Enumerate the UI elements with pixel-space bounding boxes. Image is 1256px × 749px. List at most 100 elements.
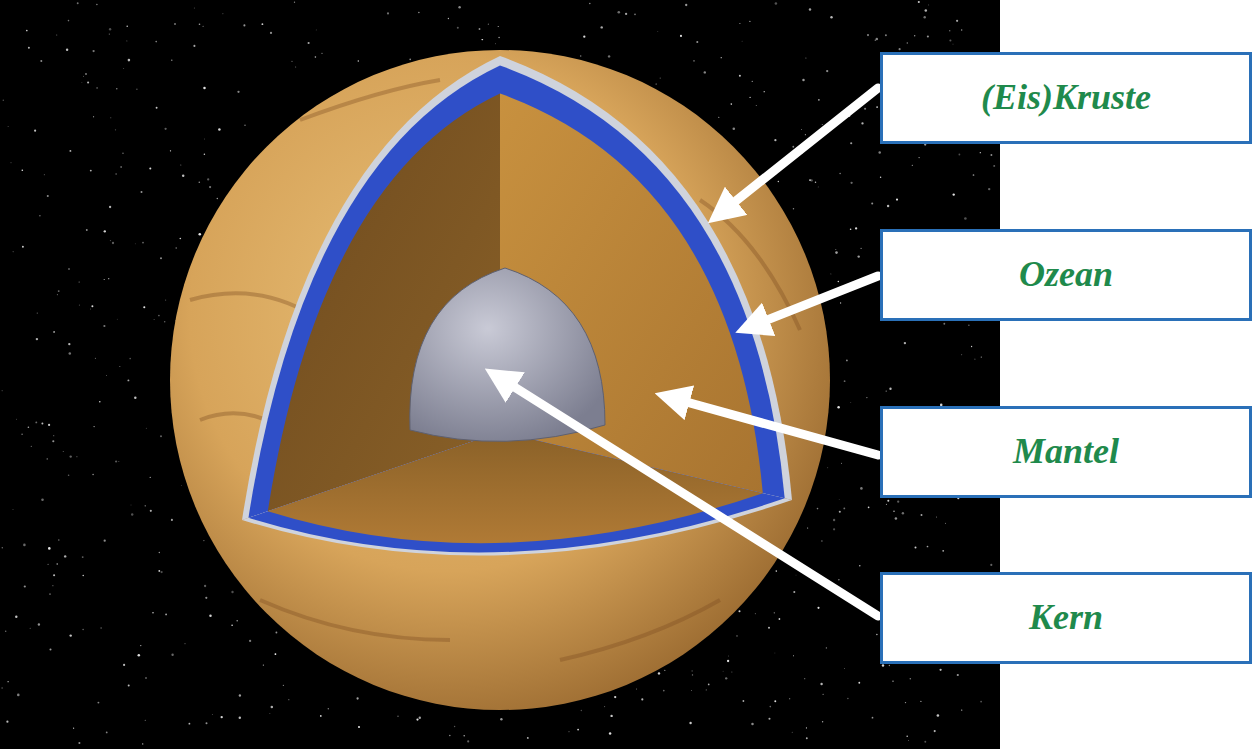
star [204, 585, 206, 587]
star [231, 591, 233, 593]
star [467, 740, 469, 742]
star [271, 706, 274, 709]
star [866, 397, 867, 398]
star [26, 30, 28, 32]
star [818, 99, 820, 101]
star [793, 655, 794, 656]
star [895, 517, 898, 520]
star [37, 312, 38, 313]
star [488, 24, 489, 25]
star [108, 278, 109, 279]
star [10, 162, 12, 164]
star [131, 513, 133, 515]
star [104, 230, 106, 232]
star [203, 540, 204, 541]
star [641, 698, 643, 700]
star [16, 418, 18, 420]
star [833, 519, 835, 521]
star [1, 687, 2, 688]
star [956, 20, 958, 22]
star [100, 627, 101, 628]
star [180, 164, 181, 165]
star [249, 640, 251, 642]
star [79, 282, 80, 283]
star [218, 128, 221, 131]
star [892, 681, 893, 682]
star [850, 402, 852, 404]
leader-arrows [500, 88, 878, 616]
star [847, 698, 849, 700]
star [207, 178, 209, 180]
star [204, 138, 206, 140]
star [58, 290, 60, 292]
star [840, 302, 841, 303]
star [134, 243, 136, 245]
star [858, 682, 860, 684]
star [416, 718, 418, 720]
star [838, 579, 840, 581]
star [793, 591, 795, 593]
star [846, 360, 848, 362]
star [610, 715, 612, 717]
mantle-layer [268, 432, 763, 543]
star [830, 16, 832, 18]
star [109, 28, 111, 30]
star [739, 75, 741, 77]
star [727, 655, 729, 657]
cutaway-faces [242, 56, 792, 556]
star [328, 708, 329, 709]
star [850, 142, 852, 144]
star [618, 11, 621, 14]
star [68, 268, 70, 270]
star [749, 97, 750, 98]
star [141, 191, 143, 193]
star [158, 570, 160, 572]
star [806, 737, 808, 739]
star [115, 173, 116, 174]
star [295, 66, 297, 68]
star [454, 726, 455, 727]
star [283, 685, 284, 686]
star [937, 714, 940, 717]
star [109, 34, 110, 35]
star [614, 696, 616, 698]
star [322, 53, 323, 54]
star [103, 325, 105, 327]
star [144, 719, 146, 721]
star [458, 6, 460, 8]
star [860, 487, 863, 490]
star [733, 127, 736, 130]
star [47, 564, 48, 565]
star [980, 152, 981, 153]
star [62, 451, 64, 453]
star [779, 618, 781, 620]
star [915, 546, 917, 548]
star [500, 718, 502, 720]
star [789, 698, 790, 699]
star [274, 653, 276, 655]
star [867, 34, 869, 36]
layer-label: Kern [1029, 598, 1103, 638]
star [356, 697, 358, 699]
star [73, 728, 74, 729]
star [142, 242, 144, 244]
star [158, 315, 160, 317]
star [52, 440, 54, 442]
star [150, 510, 152, 512]
star [288, 699, 289, 700]
label-box: Ozean [880, 229, 1252, 321]
star [30, 628, 31, 629]
star [921, 514, 923, 516]
star [104, 279, 105, 280]
star [35, 421, 37, 423]
star [211, 714, 213, 716]
star [152, 612, 153, 613]
star [656, 84, 657, 85]
star [83, 575, 84, 576]
star [6, 721, 8, 723]
star [126, 26, 128, 28]
star [568, 731, 570, 733]
star [952, 43, 954, 45]
star [217, 198, 218, 199]
star [120, 166, 121, 167]
